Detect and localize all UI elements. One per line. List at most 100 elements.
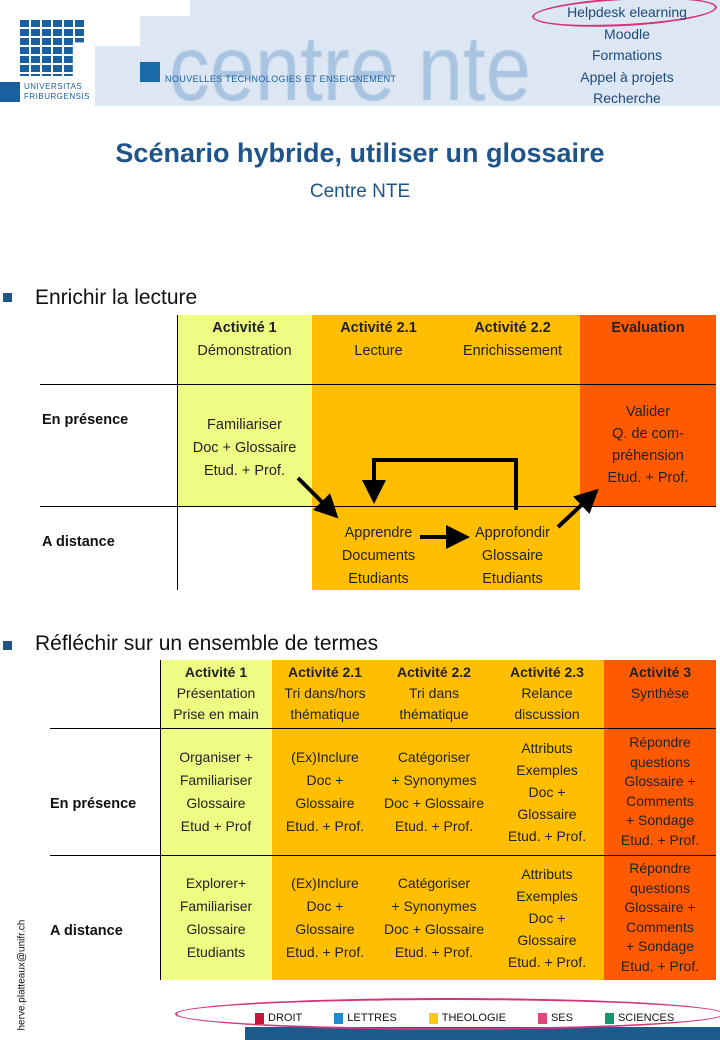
faculty-ses[interactable]: SES (537, 1012, 573, 1024)
col-sub: Tri dans/hors (284, 685, 366, 701)
logo-text-2: FRIBURGENSIS (24, 92, 91, 101)
cell-line: Etud. + Prof. (285, 817, 365, 834)
cell-line: Attributs (521, 865, 573, 882)
cell-line: Glossaire + (624, 899, 696, 915)
bullet-icon (3, 641, 12, 650)
col-sub: Tri dans (408, 685, 460, 701)
col-sub: thématique (399, 706, 469, 722)
cell-line: Comments (626, 792, 694, 809)
table-cell (312, 384, 580, 506)
cell-line: Documents (341, 547, 416, 564)
brand-subtitle: NOUVELLES TECHNOLOGIES ET ENSEIGNEMENT (165, 74, 397, 84)
cell-line: Doc + Glossaire (384, 794, 484, 811)
col-head: Activité 3 (628, 664, 692, 680)
swatch-icon (604, 1012, 614, 1024)
header: UNIVERSITAS FRIBURGENSIS NOUVELLES TECHN… (0, 0, 720, 106)
col-head: Activité 2.3 (510, 664, 584, 680)
col-header: Evaluation (580, 315, 716, 384)
cell-line: Doc + (528, 909, 566, 926)
nav-appel-projets[interactable]: Appel à projets (580, 68, 674, 85)
faculty-label: SCIENCES (617, 1012, 675, 1024)
cell-line: Explorer+ (185, 874, 247, 891)
cell-line: Glossaire (481, 547, 544, 564)
faculty-sciences[interactable]: SCIENCES (604, 1012, 675, 1024)
cell-line: Approfondir (475, 524, 550, 541)
cell-line: Glossaire (517, 805, 577, 822)
col-head: Activité 2.2 (397, 664, 471, 680)
cell-line: Doc + Glossaire (384, 920, 484, 937)
cell-line: Valider (625, 404, 671, 420)
arrow-icon (296, 476, 339, 519)
faculty-theologie[interactable]: THEOLOGIE (428, 1012, 506, 1024)
divider (40, 384, 716, 385)
divider (50, 728, 716, 729)
cell-line: Familiariser (179, 897, 253, 914)
page-subtitle: Centre NTE (309, 181, 411, 202)
nav-helpdesk[interactable]: Helpdesk elearning (567, 4, 687, 20)
nav-moodle[interactable]: Moodle (604, 25, 650, 42)
cell-line: (Ex)Inclure (291, 748, 359, 765)
swatch-icon (428, 1012, 438, 1024)
cell-line: Etud. + Prof. (620, 957, 700, 974)
col-header: Activité 3 Synthèse (604, 660, 716, 728)
cell-line: + Synonymes (391, 771, 477, 788)
cell-line: Doc + (306, 771, 344, 788)
cell-line: Exemples (516, 761, 578, 778)
nav-formations[interactable]: Formations (591, 47, 663, 63)
cell-line: préhension (612, 448, 684, 464)
cell-line: Glossaire (295, 794, 355, 811)
cell-line: Glossaire (517, 931, 577, 948)
row-label: A distance (50, 923, 123, 939)
divider (40, 506, 716, 507)
swatch-icon (255, 1012, 264, 1024)
cell-line: + Sondage (625, 812, 695, 828)
arrow-icon (556, 488, 599, 529)
footer-bar (245, 1027, 720, 1040)
nav-recherche[interactable]: Recherche (593, 90, 661, 106)
faculty-lettres[interactable]: LETTRES (334, 1012, 397, 1024)
cell-line: Répondre (629, 860, 691, 876)
cell-line: Glossaire (186, 794, 246, 811)
cell-line: Doc + (306, 897, 344, 914)
university-name: UNIVERSITAS FRIBURGENSIS (24, 82, 90, 102)
contact-email[interactable]: herve.platteaux@unifr.ch (16, 919, 28, 1031)
cell-line: Etud. + Prof. (394, 817, 474, 834)
page-title: Scénario hybride, utiliser un glossaire (115, 138, 605, 168)
swatch-icon (537, 1012, 547, 1024)
cell-line: Etud. + Prof. (607, 470, 689, 486)
cell-line: Etud. + Prof. (507, 953, 587, 970)
cell-line: Organiser + (179, 748, 253, 765)
cell-line: Etudiants (482, 570, 543, 587)
cell-line: Catégoriser (397, 748, 471, 765)
col-sub: Présentation (176, 685, 256, 701)
col-sub: Enrichissement (462, 343, 563, 359)
logo-text-1: UNIVERSITAS (24, 82, 83, 91)
cell-line: Q. de com- (612, 426, 684, 442)
col-head: Evaluation (611, 320, 685, 336)
col-sub: Relance (521, 685, 573, 701)
cell-line: Glossaire (295, 920, 355, 937)
divider (177, 315, 178, 590)
cell-line: Etud. + Prof. (394, 943, 474, 960)
cell-line: + Sondage (625, 938, 695, 954)
cell-line: Répondre (629, 734, 691, 750)
col-sub: Synthèse (630, 685, 690, 701)
col-sub: thématique (290, 706, 360, 722)
faculty-droit[interactable]: DROIT (255, 1012, 302, 1024)
cell-line: Exemples (516, 887, 578, 904)
cell-line: Etud. + Prof. (507, 827, 587, 844)
cell-line: Etud + Prof (180, 817, 252, 834)
col-sub: Lecture (354, 343, 403, 359)
logo-square-icon (0, 82, 20, 102)
faculty-label: SES (550, 1012, 573, 1024)
